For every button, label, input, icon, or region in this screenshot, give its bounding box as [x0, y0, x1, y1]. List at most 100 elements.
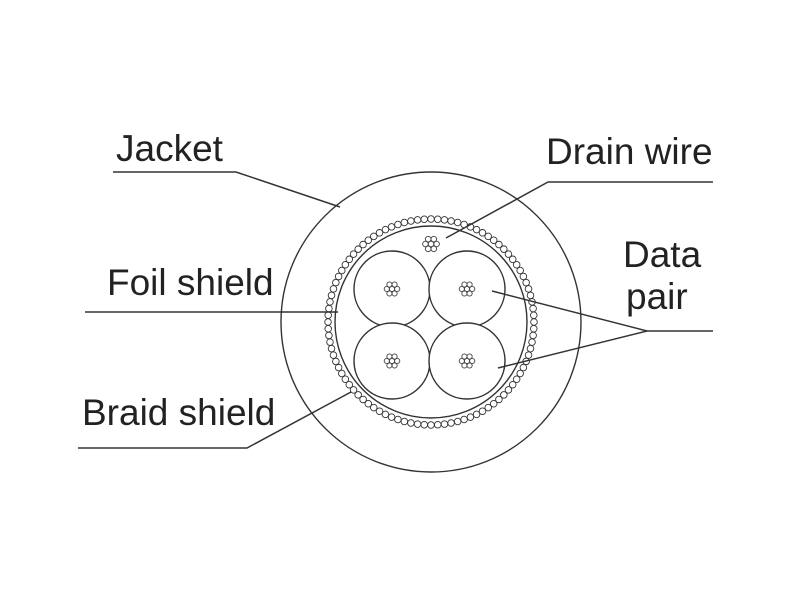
conductor-strand — [391, 290, 398, 297]
braid-strand — [349, 386, 358, 394]
conductor-strand — [461, 290, 468, 297]
braid-strand — [447, 419, 455, 427]
braid-strand — [407, 419, 415, 427]
braid-strand — [326, 298, 334, 306]
data-pair-label-line1: Data — [623, 234, 702, 275]
braid-strand — [394, 415, 402, 424]
braid-strand — [334, 272, 343, 281]
conductor-strand — [461, 362, 468, 369]
jacket-leader-line — [113, 171, 341, 208]
drain-wire-strand — [424, 245, 432, 253]
conductor-strand — [383, 357, 390, 365]
braid-strand — [349, 250, 358, 258]
braid-strand — [332, 357, 340, 366]
braid-strand — [460, 415, 468, 424]
braid-strand — [504, 386, 513, 394]
data-pair-leader-line-upper — [491, 290, 648, 332]
braid-strand — [433, 421, 442, 429]
jacket-label: Jacket — [116, 128, 224, 169]
drain-wire-strand — [430, 245, 438, 253]
braid-strand — [375, 229, 384, 237]
braid-strand — [345, 255, 354, 264]
braid-strand — [427, 421, 435, 429]
braid-strand — [324, 311, 332, 320]
braid-strand — [529, 304, 537, 313]
braid-strand — [440, 420, 449, 428]
conductor-strands — [383, 281, 476, 369]
braid-strand — [359, 395, 367, 404]
braid-strand — [381, 225, 390, 234]
conductor-strand — [386, 281, 393, 288]
braid-strand — [325, 331, 333, 340]
conductor-strand — [391, 353, 398, 360]
braid-strand — [332, 278, 340, 287]
drain-wire-strand — [422, 240, 429, 248]
braid-strand — [526, 291, 535, 300]
conductor-strand — [469, 285, 476, 293]
conductor-strand — [394, 357, 401, 365]
braid-strand — [478, 229, 487, 237]
braid-strand — [500, 391, 508, 399]
braid-strand — [334, 363, 343, 372]
braid-strand — [524, 285, 533, 293]
drain-wire-strand — [430, 235, 438, 243]
conductor-strand — [461, 281, 468, 288]
braid-strand — [472, 410, 481, 419]
drain-wire-leader-line — [445, 181, 713, 239]
braid-strand — [359, 240, 367, 249]
braid-strand — [387, 413, 396, 421]
braid-strand — [530, 311, 538, 320]
conductor-strand — [466, 362, 473, 369]
braid-strand — [453, 417, 462, 426]
conductor-strand — [386, 290, 393, 297]
conductor-strand — [466, 281, 473, 288]
braid-strand — [387, 223, 396, 231]
braid-strand — [522, 278, 530, 287]
braid-strand — [381, 410, 390, 419]
braid-strand — [427, 215, 435, 223]
braid-strand — [364, 399, 373, 408]
braid-strand — [489, 399, 498, 408]
drain-wire-bundle — [422, 235, 440, 253]
braid-strand — [447, 217, 455, 225]
braid-strand — [400, 417, 409, 426]
braid-strand — [324, 324, 332, 333]
foil-shield-label: Foil shield — [107, 262, 274, 303]
data-pair-leader-line-lower — [497, 330, 648, 369]
braid-strand — [519, 363, 528, 372]
braid-strand — [329, 351, 338, 359]
braid-strand — [530, 324, 538, 333]
leader-lines — [78, 171, 713, 449]
braid-strand — [338, 266, 346, 275]
conductor-strand — [469, 357, 476, 365]
braid-strand — [495, 395, 503, 404]
braid-strand — [407, 217, 415, 225]
conductor-strand — [458, 285, 465, 293]
braid-strand — [512, 261, 521, 269]
braid-strand — [327, 344, 336, 353]
drain-wire-strand — [433, 240, 440, 248]
drain-wire-label: Drain wire — [546, 131, 713, 172]
braid-strand — [433, 215, 442, 223]
conductor-strand — [466, 290, 473, 297]
braid-strand — [413, 420, 422, 428]
braid-strand — [495, 240, 503, 249]
conductor-strand — [458, 357, 465, 365]
braid-strand — [370, 232, 378, 241]
braid-strand — [524, 351, 533, 359]
conductor-strand — [391, 362, 398, 369]
braid-strand — [508, 255, 517, 264]
braid-strand — [500, 245, 508, 253]
data-pair-label-line2: pair — [626, 276, 688, 317]
braid-strand — [413, 216, 422, 224]
braid-strand — [478, 407, 487, 415]
braid-strand — [364, 236, 373, 245]
braid-strand — [325, 304, 333, 313]
braid-strand — [528, 338, 536, 346]
braid-strand — [440, 216, 449, 224]
braid-strand — [354, 391, 362, 399]
conductor-strand — [386, 353, 393, 360]
foil-shield-outline — [334, 225, 528, 419]
braid-strand — [345, 380, 354, 389]
